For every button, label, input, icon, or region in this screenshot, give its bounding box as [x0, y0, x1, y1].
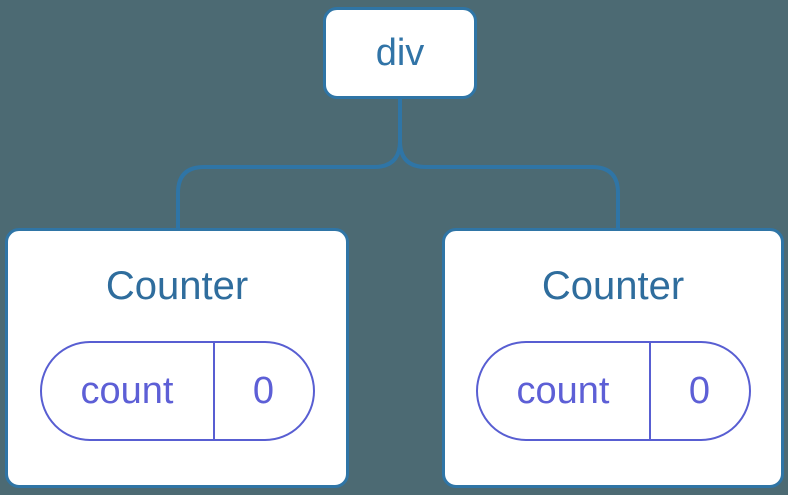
- state-pill: count 0: [475, 341, 751, 441]
- connector-right-branch: [398, 99, 620, 228]
- counter-card-left: Counter count 0: [5, 228, 349, 488]
- state-key: count: [42, 343, 215, 439]
- root-node-label: div: [375, 31, 425, 74]
- state-value: 0: [252, 369, 275, 412]
- state-key: count: [478, 343, 651, 439]
- connector-left-branch: [176, 99, 402, 228]
- state-pill: count 0: [39, 341, 315, 441]
- root-node-div: div: [323, 7, 477, 99]
- component-title: Counter: [105, 264, 249, 308]
- counter-card-right: Counter count 0: [442, 228, 784, 488]
- state-value: 0: [688, 369, 711, 412]
- component-title: Counter: [541, 264, 685, 308]
